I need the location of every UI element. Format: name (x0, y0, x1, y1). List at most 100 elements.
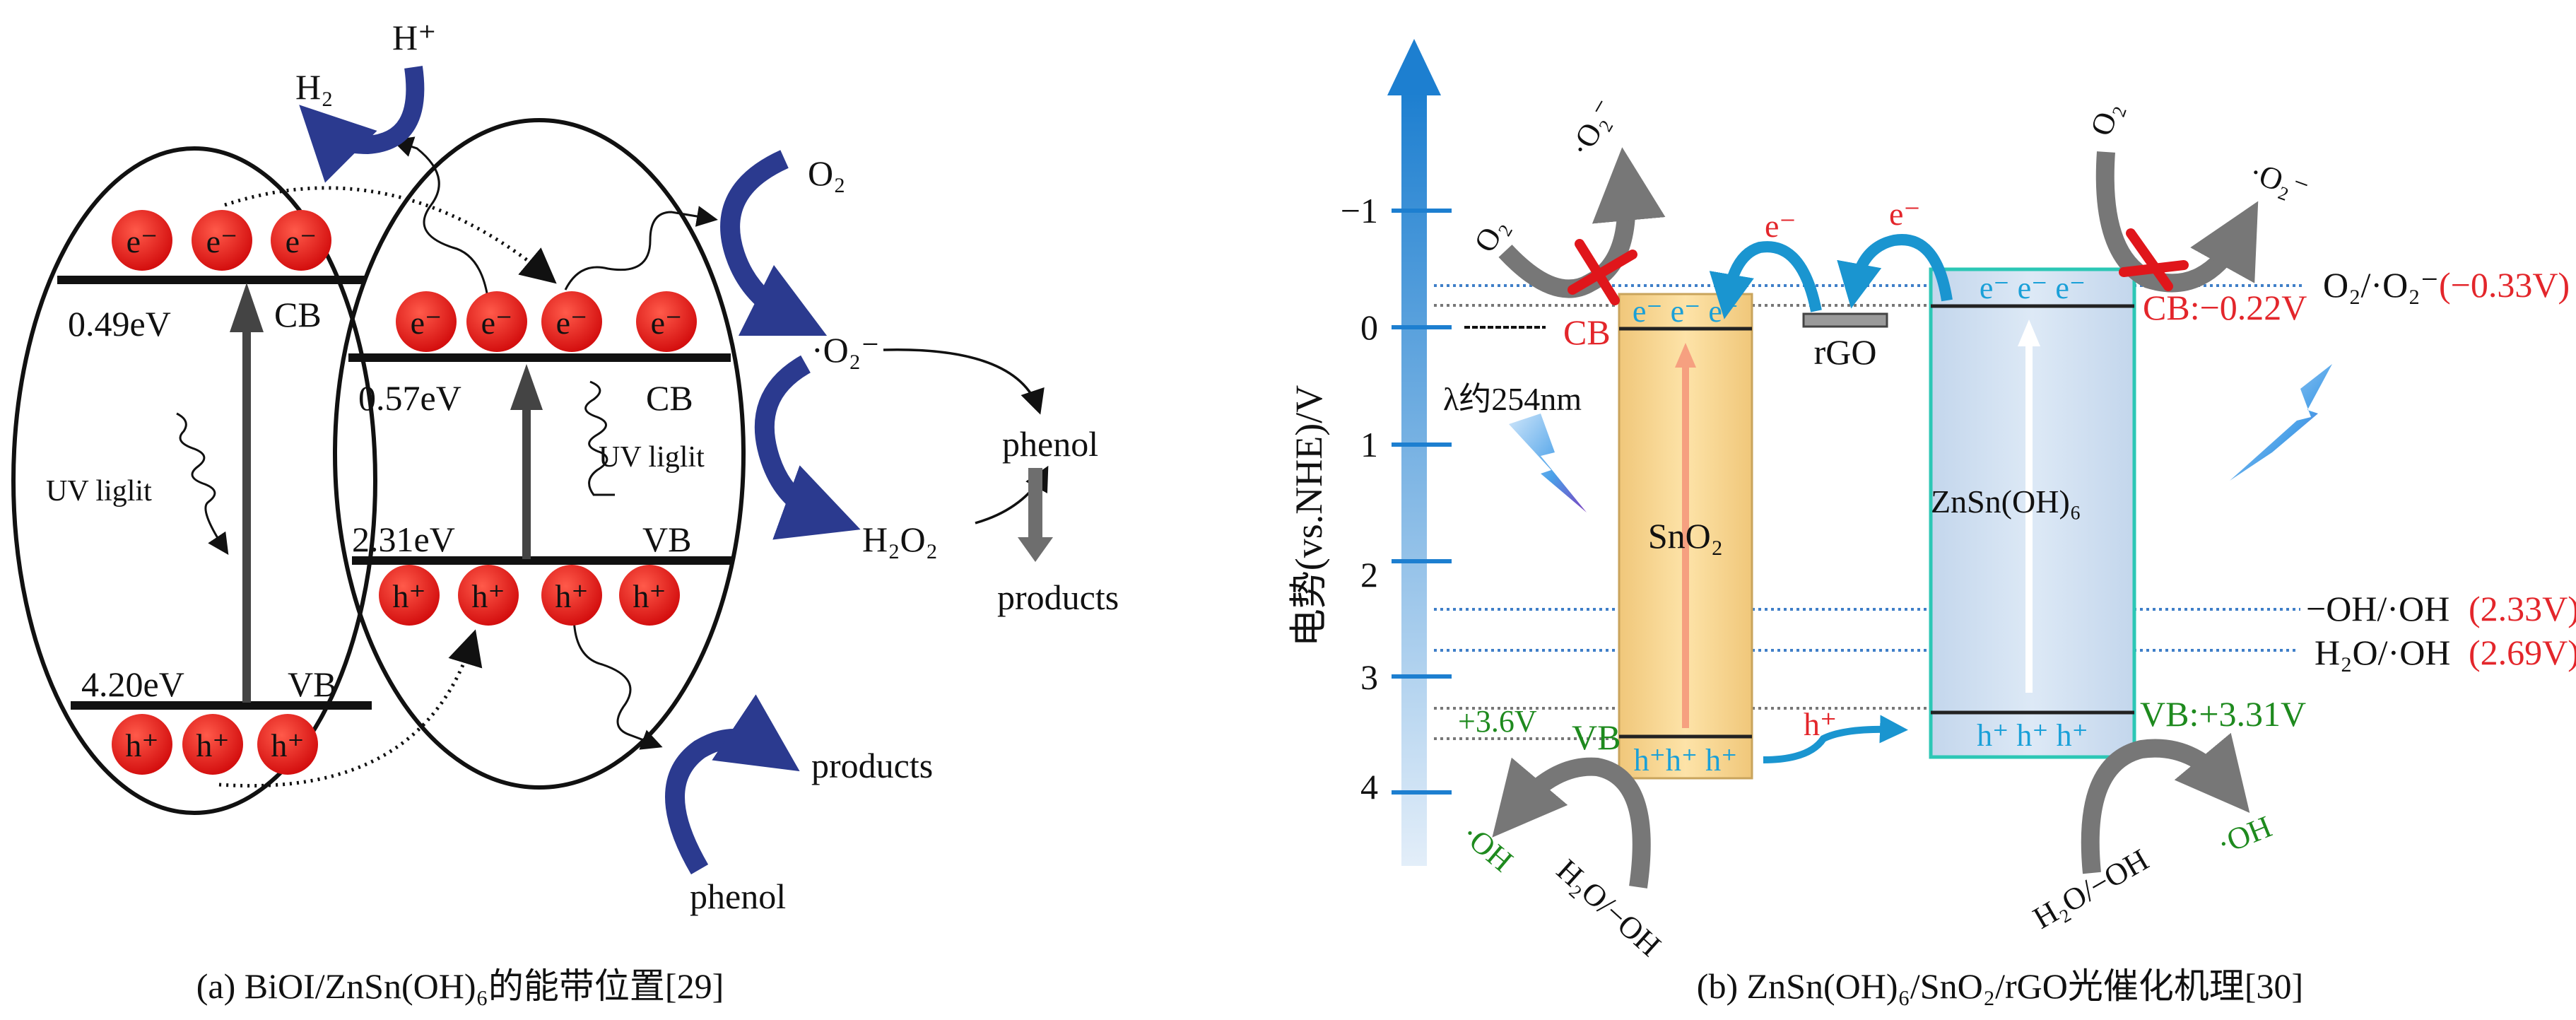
hole (541, 565, 602, 626)
electron-label: e⁻ (127, 223, 158, 259)
biOI-ellipse (11, 146, 377, 815)
electron-transfer-label: e⁻ (1889, 196, 1921, 232)
rgo-bar (1802, 312, 1888, 328)
znsn-label: ZnSn(OH)₆ (1931, 483, 2081, 520)
oh-left-label: ·OH (1455, 816, 1519, 879)
hole (257, 714, 318, 775)
level-value: (−0.33V) (2439, 265, 2570, 305)
left-cb-label: CB (274, 295, 322, 334)
hole (112, 714, 172, 775)
electron-label: e⁻ (556, 305, 588, 341)
znsn-to-rgo-electron-arrow (1837, 234, 1953, 309)
h2o2-label: H₂O₂ (862, 520, 938, 559)
o2-to-superoxide-arrow (720, 150, 828, 336)
tick-label: 2 (1360, 555, 1378, 594)
tick-label: 3 (1360, 657, 1378, 697)
electron (636, 291, 697, 352)
electron (541, 291, 602, 352)
lightning-icon (2230, 364, 2332, 481)
right-vb-energy: 2.31eV (352, 520, 455, 559)
products-label: products (997, 578, 1119, 617)
products-label-bottom: products (811, 746, 933, 785)
right-uv-light-label: UV liglit (599, 441, 705, 474)
h2-label: H₂ (295, 67, 334, 107)
water-to-oh-arrow-left (1492, 757, 1651, 889)
o2-right-label: O₂ (2083, 97, 2127, 140)
znsn-vb-value: VB:+3.31V (2140, 694, 2306, 734)
phenol-to-products-down-arrow (1018, 468, 1053, 562)
electron-transfer-dotted-arrow (224, 186, 557, 284)
light-wavelength-label: λ约254nm (1443, 381, 1582, 417)
sno2-vb-label: VB (1572, 717, 1621, 757)
hole (182, 714, 243, 775)
tick-label: 1 (1360, 425, 1378, 464)
level-name: −OH/·OH (2306, 589, 2449, 628)
blocked-x-icon (2119, 228, 2189, 291)
electron-label: e⁻ (651, 305, 683, 341)
water-to-oh-arrow-right (2081, 732, 2250, 874)
sno2-vb-value: +3.6V (1458, 704, 1537, 739)
tick-label: 4 (1360, 767, 1378, 807)
hole-transfer-label: h⁺ (1804, 706, 1837, 742)
sno2-holes: h⁺h⁺ h⁺ (1634, 743, 1738, 778)
znsn-holes: h⁺ h⁺ h⁺ (1977, 718, 2088, 753)
superoxide-right-label: ·O₂⁻ (2245, 154, 2314, 207)
tick-label: −1 (1341, 191, 1378, 230)
water-left-label: H₂O/−OH (1550, 852, 1667, 963)
hole-label: h⁺ (392, 578, 425, 614)
hole (458, 565, 519, 626)
lightning-icon (1509, 414, 1587, 512)
hole-label: h⁺ (125, 727, 158, 763)
left-vb-label: VB (288, 664, 336, 704)
electron-label: e⁻ (206, 223, 238, 259)
axis-ticks (1392, 209, 1452, 795)
electron-label: e⁻ (286, 223, 317, 259)
electron (466, 291, 527, 352)
o2-blocked-arrow-right (2095, 151, 2259, 293)
h-plus-label: H⁺ (392, 18, 437, 57)
left-cb-energy: 0.49eV (68, 304, 171, 344)
electron-label: e⁻ (481, 305, 513, 341)
superoxide-left-label: ·O₂⁻ (1563, 93, 1623, 163)
right-holes: h⁺ h⁺ h⁺ h⁺ (379, 565, 680, 626)
right-vb-label: VB (642, 520, 691, 559)
level-value: (2.33V) (2469, 589, 2576, 628)
panel-a: e⁻ e⁻ e⁻ h⁺ h⁺ h⁺ e⁻ e⁻ e⁻ e⁻ h⁺ (11, 18, 1119, 1006)
hole (379, 565, 440, 626)
caption-b: (b) ZnSn(OH)₆/SnO₂/rGO光催化机理[30] (1697, 966, 2303, 1006)
oh-right-label: ·OH (2212, 809, 2276, 862)
left-excitation-arrow (230, 283, 264, 703)
left-vb-energy: 4.20eV (81, 664, 184, 704)
hole-label: h⁺ (271, 727, 304, 763)
h-plus-to-h2-arrow (299, 66, 425, 183)
left-electrons: e⁻ e⁻ e⁻ (112, 210, 331, 271)
sno2-label: SnO₂ (1648, 516, 1723, 556)
hole-label: h⁺ (471, 578, 505, 614)
phenol-label: phenol (1002, 424, 1098, 464)
rgo-to-sno2-electron-arrow (1709, 241, 1822, 320)
phenol-label-bottom: phenol (690, 877, 786, 916)
superoxide-label: ·O₂⁻ (811, 330, 880, 370)
potential-axis-arrowhead (1387, 39, 1441, 95)
electron-to-o2-line (564, 206, 718, 291)
right-uv-light-wave-icon (584, 380, 615, 496)
electron (112, 210, 172, 271)
sno2-electrons: e⁻ e⁻ e⁻ (1633, 294, 1739, 329)
left-uv-light-label: UV liglit (46, 475, 152, 508)
electron-label: e⁻ (411, 305, 442, 341)
hole-label: h⁺ (633, 578, 666, 614)
superoxide-to-h2o2-arrow (754, 355, 861, 540)
level-name: O₂/·O₂⁻ (2323, 265, 2439, 305)
phenol-to-products-arrow (665, 694, 800, 875)
hole-to-phenol-line (572, 614, 663, 750)
right-cb-energy: 0.57eV (358, 378, 461, 418)
right-cb-label: CB (646, 378, 693, 418)
electron (192, 210, 252, 271)
znsn-excitation-arrow (2018, 320, 2040, 693)
electron (396, 291, 457, 352)
electron-transfer-label: e⁻ (1765, 208, 1796, 244)
level-value: (2.69V) (2469, 633, 2576, 672)
hole-label: h⁺ (555, 578, 588, 614)
znsn-cb-value: CB:−0.22V (2143, 288, 2307, 327)
